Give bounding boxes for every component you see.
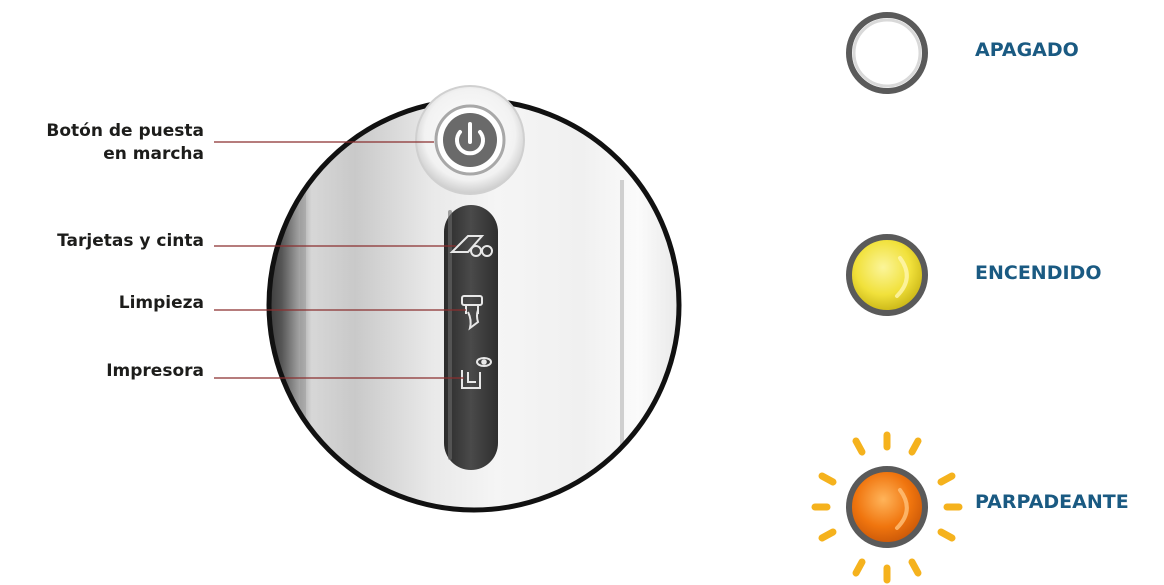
power-button: [416, 86, 524, 194]
legend-off-label: APAGADO: [975, 39, 1079, 61]
led-on-indicator: [849, 237, 925, 313]
legend-on-label: ENCENDIDO: [975, 262, 1101, 284]
label-cards-ribbon: Tarjetas y cinta: [57, 230, 204, 253]
led-off-indicator: [849, 15, 925, 91]
label-cleaning: Limpieza: [119, 292, 204, 315]
label-power-button-line2: en marcha: [46, 143, 204, 166]
label-power-button-line1: Botón de puesta: [46, 120, 204, 143]
legend-blinking-label: PARPADEANTE: [975, 491, 1129, 513]
label-power-button: Botón de puesta en marcha: [46, 120, 204, 166]
led-blinking-indicator: [815, 435, 959, 580]
label-printer: Impresora: [106, 360, 204, 383]
